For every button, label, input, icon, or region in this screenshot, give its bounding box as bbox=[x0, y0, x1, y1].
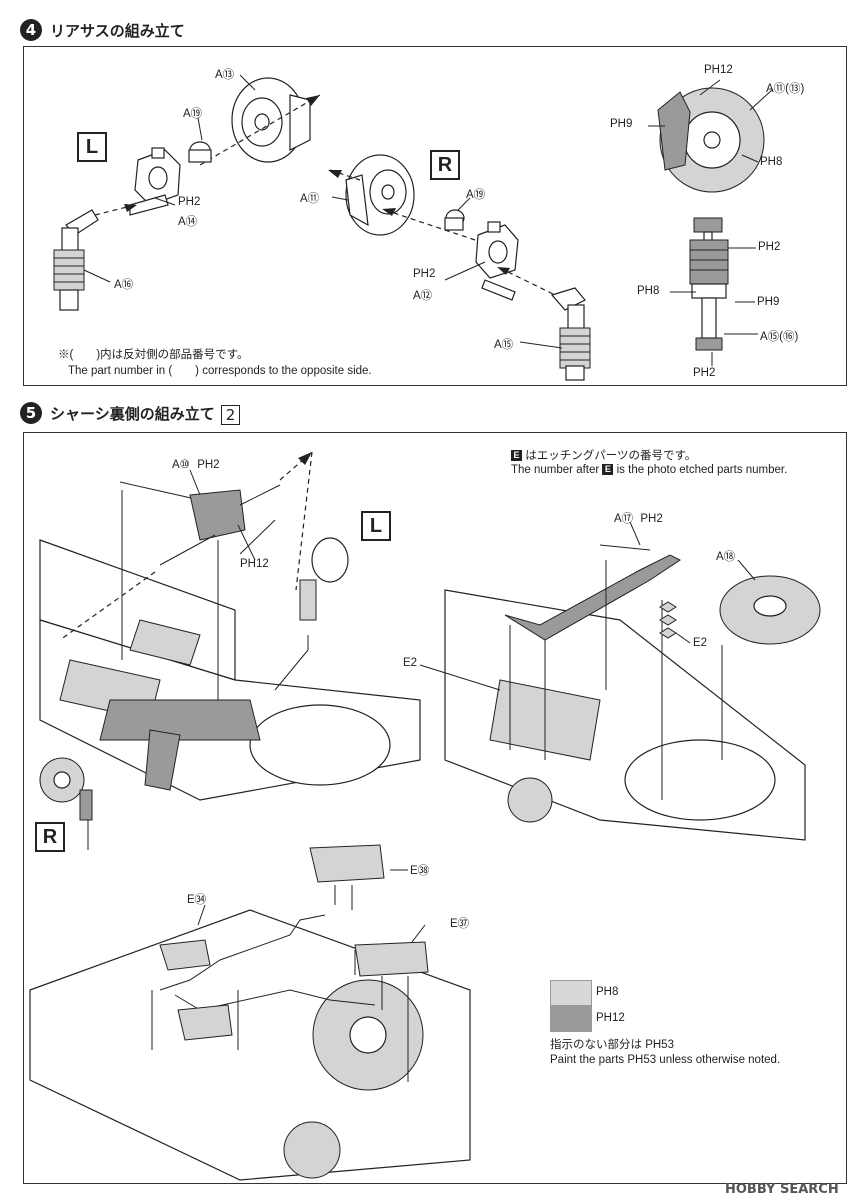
label-a10: A⑩ PH2 bbox=[172, 457, 220, 471]
label-a11-13: A⑪(⑬) bbox=[766, 83, 805, 95]
etching-note-jp-text: はエッチングパーツの番号です。 bbox=[525, 450, 697, 462]
label-a19-left: A⑲ bbox=[183, 108, 203, 120]
hub-carrier-right bbox=[475, 221, 519, 301]
label-a15: A⑮ bbox=[494, 339, 514, 351]
label-a10-text: A⑩ bbox=[172, 459, 190, 471]
differential-a10 bbox=[119, 481, 281, 566]
step-5-title-wrap: シャーシ裏側の組み立て 2 bbox=[50, 403, 241, 425]
etching-note-jp: E はエッチングパーツの番号です。 bbox=[511, 447, 696, 463]
label-a18: A⑱ bbox=[716, 551, 736, 563]
muffler-e37 bbox=[354, 941, 429, 977]
chassis-left-view bbox=[39, 539, 421, 801]
label-a13: A⑬ bbox=[215, 69, 235, 81]
label-a12: A⑫ bbox=[413, 290, 433, 302]
muffler-e34 bbox=[159, 939, 233, 1041]
shock-detail bbox=[689, 217, 729, 351]
paint-note-jp: 指示のない部分は PH53 bbox=[550, 1039, 674, 1051]
right-tag: R bbox=[430, 150, 460, 180]
step-4-frame bbox=[23, 46, 847, 386]
etched-parts-e2 bbox=[659, 601, 677, 639]
legend-swatch-ph12 bbox=[550, 1006, 592, 1032]
label-ph2-left: PH2 bbox=[178, 196, 201, 208]
step-5-subnumber: 2 bbox=[220, 404, 241, 425]
label-e2-left: E2 bbox=[403, 657, 418, 669]
label-ph12-disc: PH12 bbox=[704, 64, 733, 76]
arm-a17 bbox=[504, 544, 681, 641]
paint-note-en: Paint the parts PH53 unless otherwise no… bbox=[550, 1054, 781, 1066]
etching-note-en-pre: The number after bbox=[511, 464, 600, 476]
brake-right-assembly bbox=[39, 757, 93, 821]
label-ph2-a17: PH2 bbox=[640, 513, 663, 525]
legend-label-ph12: PH12 bbox=[596, 1012, 625, 1024]
brake-rotor-a13 bbox=[231, 77, 311, 163]
exhaust-pipe bbox=[159, 914, 376, 1011]
brake-rotor-a11 bbox=[345, 154, 415, 236]
watermark: HOBBY SEARCH bbox=[725, 1182, 839, 1197]
label-ph2-bottom: PH2 bbox=[693, 367, 716, 379]
label-a19-right: A⑲ bbox=[466, 189, 486, 201]
label-e38: E㊳ bbox=[410, 865, 430, 877]
label-ph2-a10: PH2 bbox=[197, 459, 220, 471]
note-en: The part number in ( ) corresponds to th… bbox=[68, 365, 372, 377]
label-ph8-shock: PH8 bbox=[637, 285, 660, 297]
step-4-number: 4 bbox=[20, 19, 42, 41]
label-a17: A⑰ PH2 bbox=[614, 510, 663, 526]
shock-a15 bbox=[550, 287, 591, 381]
step-4-title: リアサスの組み立て bbox=[50, 22, 185, 40]
label-e2-right: E2 bbox=[693, 637, 708, 649]
right-tag-step5: R bbox=[35, 822, 65, 852]
label-ph9-shock: PH9 bbox=[757, 296, 780, 308]
label-a16: A⑯ bbox=[114, 279, 134, 291]
pin-a19-right bbox=[444, 209, 465, 231]
label-ph9-disc: PH9 bbox=[610, 118, 633, 130]
label-ph2-shock: PH2 bbox=[758, 241, 781, 253]
shock-a16 bbox=[53, 209, 99, 311]
muffler-e38 bbox=[309, 844, 385, 883]
step-5-number: 5 bbox=[20, 402, 42, 424]
pin-a19-left bbox=[188, 141, 212, 163]
label-ph2-right: PH2 bbox=[413, 268, 436, 280]
label-a17-text: A⑰ bbox=[614, 513, 634, 525]
spare-cover-a18 bbox=[719, 575, 821, 645]
label-e34: E㉞ bbox=[187, 894, 207, 906]
label-ph12-diff: PH12 bbox=[240, 558, 269, 570]
left-tag-step5: L bbox=[361, 511, 391, 541]
shock-left-assembly bbox=[299, 537, 349, 621]
etching-note-en: The number after E is the photo etched p… bbox=[511, 464, 787, 476]
chassis-bottom-view bbox=[29, 909, 471, 1181]
legend-swatch-ph8 bbox=[550, 980, 592, 1006]
hub-carrier-left bbox=[129, 147, 181, 216]
etching-note-en-post: is the photo etched parts number. bbox=[616, 464, 788, 476]
label-e37: E㊲ bbox=[450, 918, 470, 930]
etching-letter-icon-2: E bbox=[602, 464, 614, 476]
legend-label-ph8: PH8 bbox=[596, 986, 619, 998]
left-tag: L bbox=[77, 132, 107, 162]
brake-disc-detail bbox=[657, 87, 765, 193]
etching-letter-icon: E bbox=[511, 450, 522, 462]
note-jp: ※( )内は反対側の部品番号です。 bbox=[58, 349, 249, 361]
step-5-frame bbox=[23, 432, 847, 1184]
label-a15-16: A⑮(⑯) bbox=[760, 331, 799, 343]
label-ph8-disc: PH8 bbox=[760, 156, 783, 168]
label-a14: A⑭ bbox=[178, 216, 198, 228]
label-a11: A⑪ bbox=[300, 193, 320, 205]
step-5-title: シャーシ裏側の組み立て bbox=[50, 405, 215, 423]
